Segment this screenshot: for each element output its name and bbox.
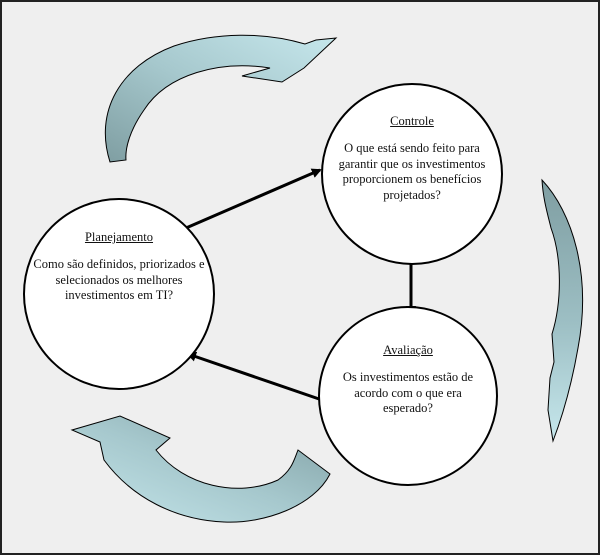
node-title: Controle [390,114,434,128]
node-circle-avaliacao [318,306,498,486]
node-planejamento: Planejamento Como são definidos, prioriz… [28,230,210,304]
node-controle: Controle O que está sendo feito para gar… [324,114,500,203]
connector-avaliacao-planejamento [186,351,323,402]
node-circle-planejamento [23,198,215,390]
node-title: Avaliação [383,343,433,357]
cycle-arrow-top-left [104,34,338,163]
node-question: Como são definidos, priorizados e seleci… [33,257,205,302]
node-avaliacao: Avaliação Os investimentos estão de acor… [328,343,488,417]
node-question: O que está sendo feito para garantir que… [338,141,486,202]
node-circle-controle [321,83,503,265]
node-title: Planejamento [84,230,154,244]
cycle-arrow-bottom-left [70,415,331,523]
connector-planejamento-controle [176,168,322,236]
node-question: Os investimentos estão de acordo com o q… [342,370,474,415]
cycle-arrow-right [541,178,584,443]
